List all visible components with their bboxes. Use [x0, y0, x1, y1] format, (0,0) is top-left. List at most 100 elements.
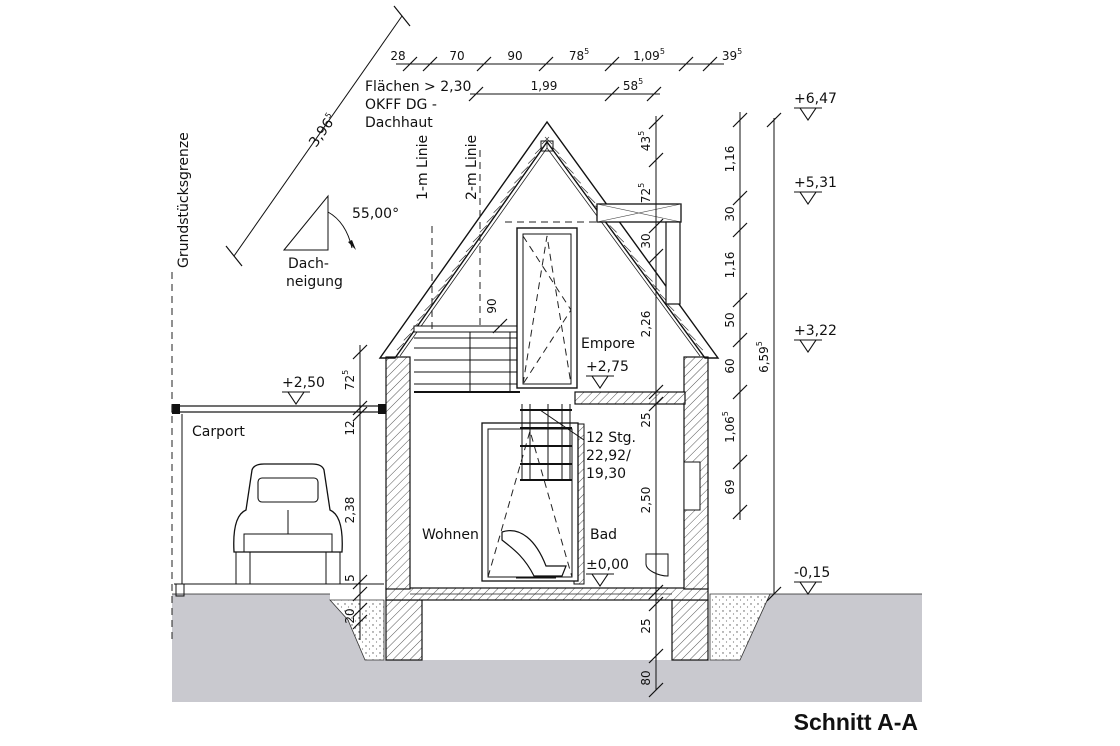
rafter-tick	[566, 166, 574, 174]
level-triangle	[590, 573, 610, 587]
note-line-3: Dachhaut	[365, 115, 433, 131]
right-dimension-label: 1,16	[723, 252, 737, 279]
roof-slope-label-2: neigung	[286, 274, 343, 290]
dimension-tick	[422, 56, 438, 72]
stair-steps: 12 Stg.	[586, 430, 636, 446]
dimension-tick	[648, 682, 664, 698]
inner-dimension-label: 25	[639, 412, 653, 427]
level-value: +2,75	[586, 359, 629, 375]
dimension-tick	[702, 56, 718, 72]
dimension-tick	[646, 86, 662, 102]
second-dimension-label: 585	[623, 77, 643, 93]
stair-ratio-1: 22,92/	[586, 448, 631, 464]
dimension-tick	[766, 112, 782, 128]
two-m-line-label: 2-m Linie	[464, 135, 480, 200]
car	[233, 463, 343, 585]
level-triangle	[798, 339, 818, 353]
dimension-tick	[352, 614, 368, 630]
dimension-tick	[476, 56, 492, 72]
dimension-tick	[732, 292, 748, 308]
rafter-tick	[514, 176, 522, 184]
rafter-tick	[666, 303, 675, 312]
dimension-tick	[678, 56, 694, 72]
carport-dimension-label: 5	[343, 574, 357, 582]
rafter-tick	[623, 244, 632, 253]
guide-lines: 1-m Linie 2-m Linie	[415, 135, 481, 330]
level-marker-wall: +3,22	[794, 323, 837, 353]
level-value: +3,22	[794, 323, 837, 339]
inner-dimension-label: 725	[637, 183, 653, 203]
empore-railing	[413, 325, 521, 393]
foundations	[385, 587, 709, 661]
carport	[171, 404, 386, 597]
top-dimension-label: 1,095	[633, 47, 665, 63]
dimension-tick	[648, 114, 664, 130]
rafter-tick	[431, 293, 439, 302]
dimension-tick	[402, 56, 418, 72]
rafter-tick	[403, 333, 412, 341]
carport-dimension-label: 12	[343, 420, 357, 435]
rafter-tick	[681, 323, 689, 331]
roof-slope-indicator: 55,00° Dach- neigung	[282, 194, 399, 290]
inner-dimension-label: 2,50	[639, 487, 653, 514]
level-triangle	[798, 581, 818, 595]
level-triangle	[798, 107, 818, 121]
dimension-tick	[732, 112, 748, 128]
rafter-tick	[630, 254, 639, 263]
inner-dimension-label: 435	[637, 131, 653, 151]
level-marker-ridge: +6,47	[794, 91, 837, 121]
level-markers: +6,47+5,31+3,22+2,75+2,50±0,00-0,15	[282, 91, 837, 595]
dimension-tick	[648, 152, 664, 168]
rafter-tick	[472, 234, 481, 243]
roof	[378, 120, 720, 359]
lounge-chair	[501, 530, 567, 579]
dimension-tick	[648, 584, 664, 600]
top-dimension-label: 70	[449, 49, 464, 63]
rafter-tick	[451, 264, 460, 272]
room-bad: Bad	[590, 527, 617, 543]
stair-label: 12 Stg. 22,92/ 19,30	[539, 409, 636, 482]
stair-ratio-2: 19,30	[586, 466, 626, 482]
total-height-label: 6,595	[755, 341, 771, 373]
right-dimension-label: 50	[723, 312, 737, 327]
dimension-tick	[604, 56, 620, 72]
diagonal-dimension: 3,965	[225, 5, 411, 267]
rafter-tick	[688, 333, 696, 341]
room-carport: Carport	[192, 424, 245, 440]
top-dimension-label: 785	[569, 47, 589, 63]
stair	[520, 404, 572, 481]
top-dimension-label: 90	[507, 49, 522, 63]
right-dimension-label: 60	[723, 358, 737, 373]
rafter-tick	[580, 185, 589, 194]
dimension-tick	[352, 344, 368, 360]
rafter-tick	[573, 176, 581, 184]
right-dimension-label: 69	[723, 479, 737, 494]
railing-height-label: 90	[485, 298, 499, 313]
rafter-tick	[486, 215, 494, 223]
right-dimension-line: 1,16301,1650601,065696,595435725302,2625…	[341, 112, 782, 698]
dimension-tick	[732, 332, 748, 348]
note-line-1: Flächen > 2,30	[365, 79, 471, 95]
carport-dimension-label: 20	[343, 608, 357, 623]
level-value: -0,15	[794, 565, 830, 581]
level-marker-ground: -0,15	[794, 565, 830, 595]
level-marker-eaves: +5,31	[794, 175, 837, 205]
inner-dimension-label: 25	[639, 618, 653, 633]
rafter-tick	[616, 234, 625, 243]
level-marker-floor: ±0,00	[586, 557, 629, 587]
rafter-tick	[609, 225, 617, 233]
note: Flächen > 2,30 OKFF DG - Dachhaut	[365, 79, 471, 131]
note-line-2: OKFF DG -	[365, 97, 437, 113]
ground	[172, 593, 922, 702]
rafter-tick	[417, 313, 425, 321]
dimension-tick	[492, 318, 508, 334]
rafter-tick	[396, 342, 405, 351]
level-triangle	[590, 375, 610, 389]
dimension-tick	[352, 586, 368, 602]
room-wohnen: Wohnen	[422, 527, 479, 543]
roof-slope-angle: 55,00°	[352, 206, 399, 222]
right-dimension-label: 30	[723, 206, 737, 221]
dimension-tick	[732, 504, 748, 520]
level-value: +6,47	[794, 91, 837, 107]
dimension-tick	[648, 248, 664, 264]
